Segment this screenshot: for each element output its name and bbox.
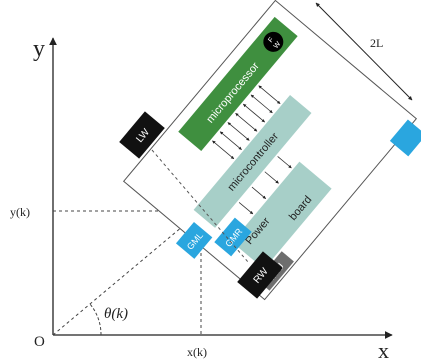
microcontroller-block (193, 95, 312, 228)
fw-label-w: W (273, 40, 283, 50)
origin-label: O (34, 334, 45, 350)
left-wheel: LW (119, 111, 165, 159)
microprocessor-block (178, 16, 298, 152)
theta-arc (89, 303, 102, 336)
mc-board-arrows (238, 156, 292, 215)
fw-label-f: F (267, 36, 275, 44)
gml-block (175, 221, 213, 259)
power-board-block (231, 161, 332, 270)
theta-label: θ(k) (104, 306, 128, 322)
gmr-group: GMR (214, 217, 252, 257)
axle-line (151, 149, 249, 263)
xk-label: x(k) (187, 345, 207, 359)
yk-label: y(k) (10, 205, 30, 219)
dimension-arrow (315, 2, 413, 101)
dimension-label: 2L (370, 36, 383, 50)
gmr-block (389, 119, 421, 157)
right-wheel: RW (237, 251, 283, 299)
y-axis-label: y (33, 36, 45, 62)
position-vector-line (52, 210, 202, 336)
x-axis-label: x (378, 338, 389, 362)
mp-mc-arrows (212, 85, 281, 160)
fw-circle (263, 31, 284, 52)
robot-body: microprocessor F W microcontroller Power… (122, 0, 421, 301)
